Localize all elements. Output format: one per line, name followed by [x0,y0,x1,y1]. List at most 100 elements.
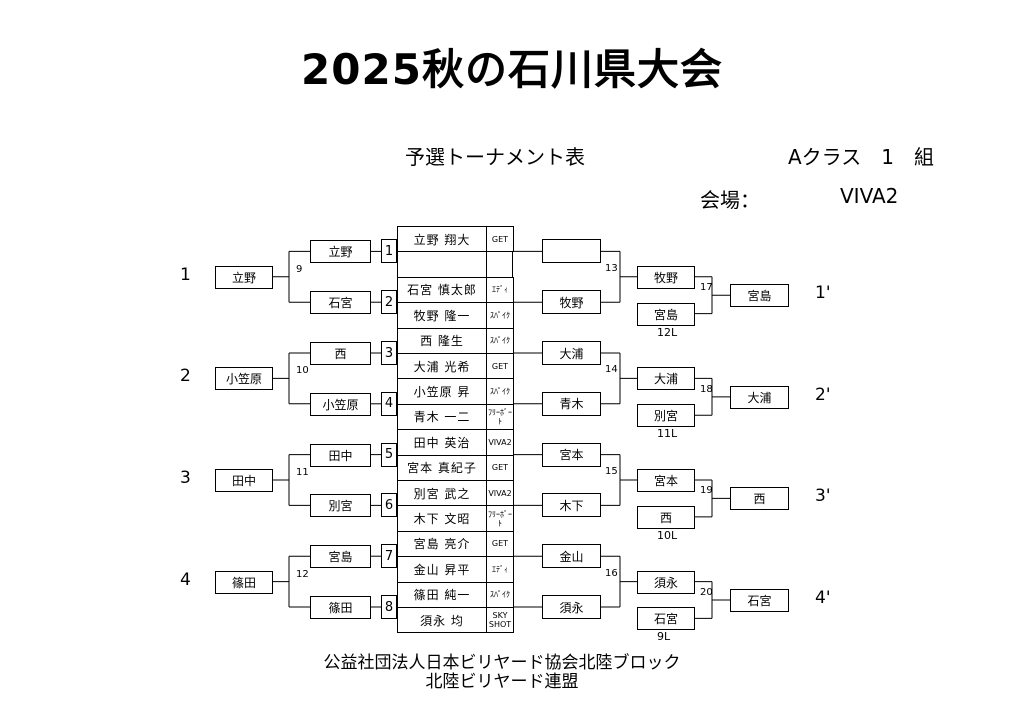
right-round1-box: 大浦 [542,341,601,365]
player-club: ﾌﾘｰﾎﾞｰﾄ [486,505,514,532]
match-number-box: 6 [381,493,397,518]
right-winner-box: 須永 [637,570,695,594]
player-club: ｽﾊﾟｲｸ [486,327,514,354]
final-box: 宮島 [730,284,789,308]
player-club: GET [486,353,514,380]
match-number: 13 [605,262,618,274]
venue-label: 会場： [700,188,760,212]
player-club: ｴﾃﾞｨ [486,276,514,304]
player-name: 宮本 真紀子 [397,454,487,481]
player-name: 別宮 武之 [397,480,487,507]
match-number-box: 7 [381,544,397,569]
club-cell-empty [486,251,513,278]
player-name: 青木 一二 [397,403,487,431]
player-club: SKY SHOT [486,607,514,634]
final-box: 大浦 [730,385,789,409]
match-number-box: 3 [381,341,397,365]
loss-label: 9L [657,630,671,644]
right-round1-box: 木下 [542,493,601,518]
player-name: 石宮 慎太郎 [397,276,487,304]
right-other-box: 西 [637,505,695,529]
class-label: Aクラス 1 組 [788,145,935,169]
right-winner-box: 宮本 [637,469,695,492]
player-club: GET [486,454,514,481]
player-name: 小笠原 昇 [397,378,487,405]
right-round1-box: 須永 [542,595,601,619]
player-name: 立野 翔大 [397,226,487,253]
loss-label: 12L [657,325,678,339]
round1-winner-box: 篠田 [310,596,371,619]
right-other-box: 宮島 [637,302,695,326]
left-final-box: 小笠原 [215,367,273,391]
left-final-box: 立野 [215,265,273,289]
round1-winner-box: 小笠原 [310,392,371,416]
match-number-box: 5 [381,442,397,467]
group-number-right: 3' [815,486,831,507]
player-club: GET [486,226,514,253]
right-winner-box: 大浦 [637,367,695,391]
match-number: 14 [605,364,618,376]
player-name: 宮島 亮介 [397,530,487,558]
footer-federation: 北陸ビリヤード連盟 [425,672,579,692]
loss-label: 11L [657,427,678,441]
group-number-right: 2' [815,384,831,405]
bye-cell [397,251,487,278]
match-number: 10 [296,365,309,377]
match-number: 17 [700,282,713,294]
player-club: VIVA2 [486,480,514,507]
player-name: 木下 文昭 [397,505,487,532]
round1-winner-box: 宮島 [310,545,371,569]
final-box: 石宮 [730,589,789,612]
match-number-box: 1 [381,239,397,264]
match-number: 16 [605,567,618,579]
group-number-right: 1' [815,283,831,304]
page-title: 2025秋の石川県大会 [301,45,723,94]
player-name: 西 隆生 [397,327,487,354]
left-final-box: 田中 [215,469,273,492]
player-name: 篠田 純一 [397,581,487,608]
venue-name: VIVA2 [840,184,899,208]
round1-winner-box: 別宮 [310,494,371,518]
group-number: 1 [180,264,191,285]
loss-label: 10L [657,528,678,542]
player-club: ｽﾊﾟｲｸ [486,302,514,329]
round1-winner-box: 西 [310,342,371,365]
match-number-box: 8 [381,595,397,619]
match-number: 15 [605,466,618,477]
group-number: 4 [180,569,191,590]
player-club: ｴﾃﾞｨ [486,556,514,583]
right-round1-box [542,239,601,264]
player-club: ｽﾊﾟｲｸ [486,581,514,608]
left-final-box: 篠田 [215,570,273,594]
player-name: 田中 英治 [397,429,487,456]
right-round1-box: 宮本 [542,442,601,467]
match-number: 11 [296,467,309,478]
right-round1-box: 牧野 [542,290,601,315]
match-number: 18 [700,383,713,395]
player-name: 須永 均 [397,607,487,634]
player-name: 牧野 隆一 [397,302,487,329]
group-number: 3 [180,468,191,488]
right-other-box: 石宮 [637,607,695,631]
final-box: 西 [730,487,789,511]
player-name: 金山 昇平 [397,556,487,583]
group-number-right: 4' [815,588,831,608]
round1-winner-box: 石宮 [310,291,371,315]
subtitle: 予選トーナメント表 [405,145,585,169]
match-number: 9 [296,263,303,275]
group-number: 2 [180,366,191,387]
right-round1-box: 金山 [542,544,601,569]
footer-org: 公益社団法人日本ビリヤード協会北陸ブロック [323,653,681,673]
player-club: GET [486,530,514,558]
right-winner-box: 牧野 [637,265,695,289]
round1-winner-box: 田中 [310,443,371,467]
player-club: VIVA2 [486,429,514,456]
right-round1-box: 青木 [542,391,601,416]
match-number: 12 [296,568,309,580]
player-name: 大浦 光希 [397,353,487,380]
match-number: 19 [700,485,713,497]
match-number-box: 4 [381,391,397,416]
right-other-box: 別宮 [637,404,695,428]
player-club: ﾌﾘｰﾎﾞｰﾄ [486,403,514,431]
